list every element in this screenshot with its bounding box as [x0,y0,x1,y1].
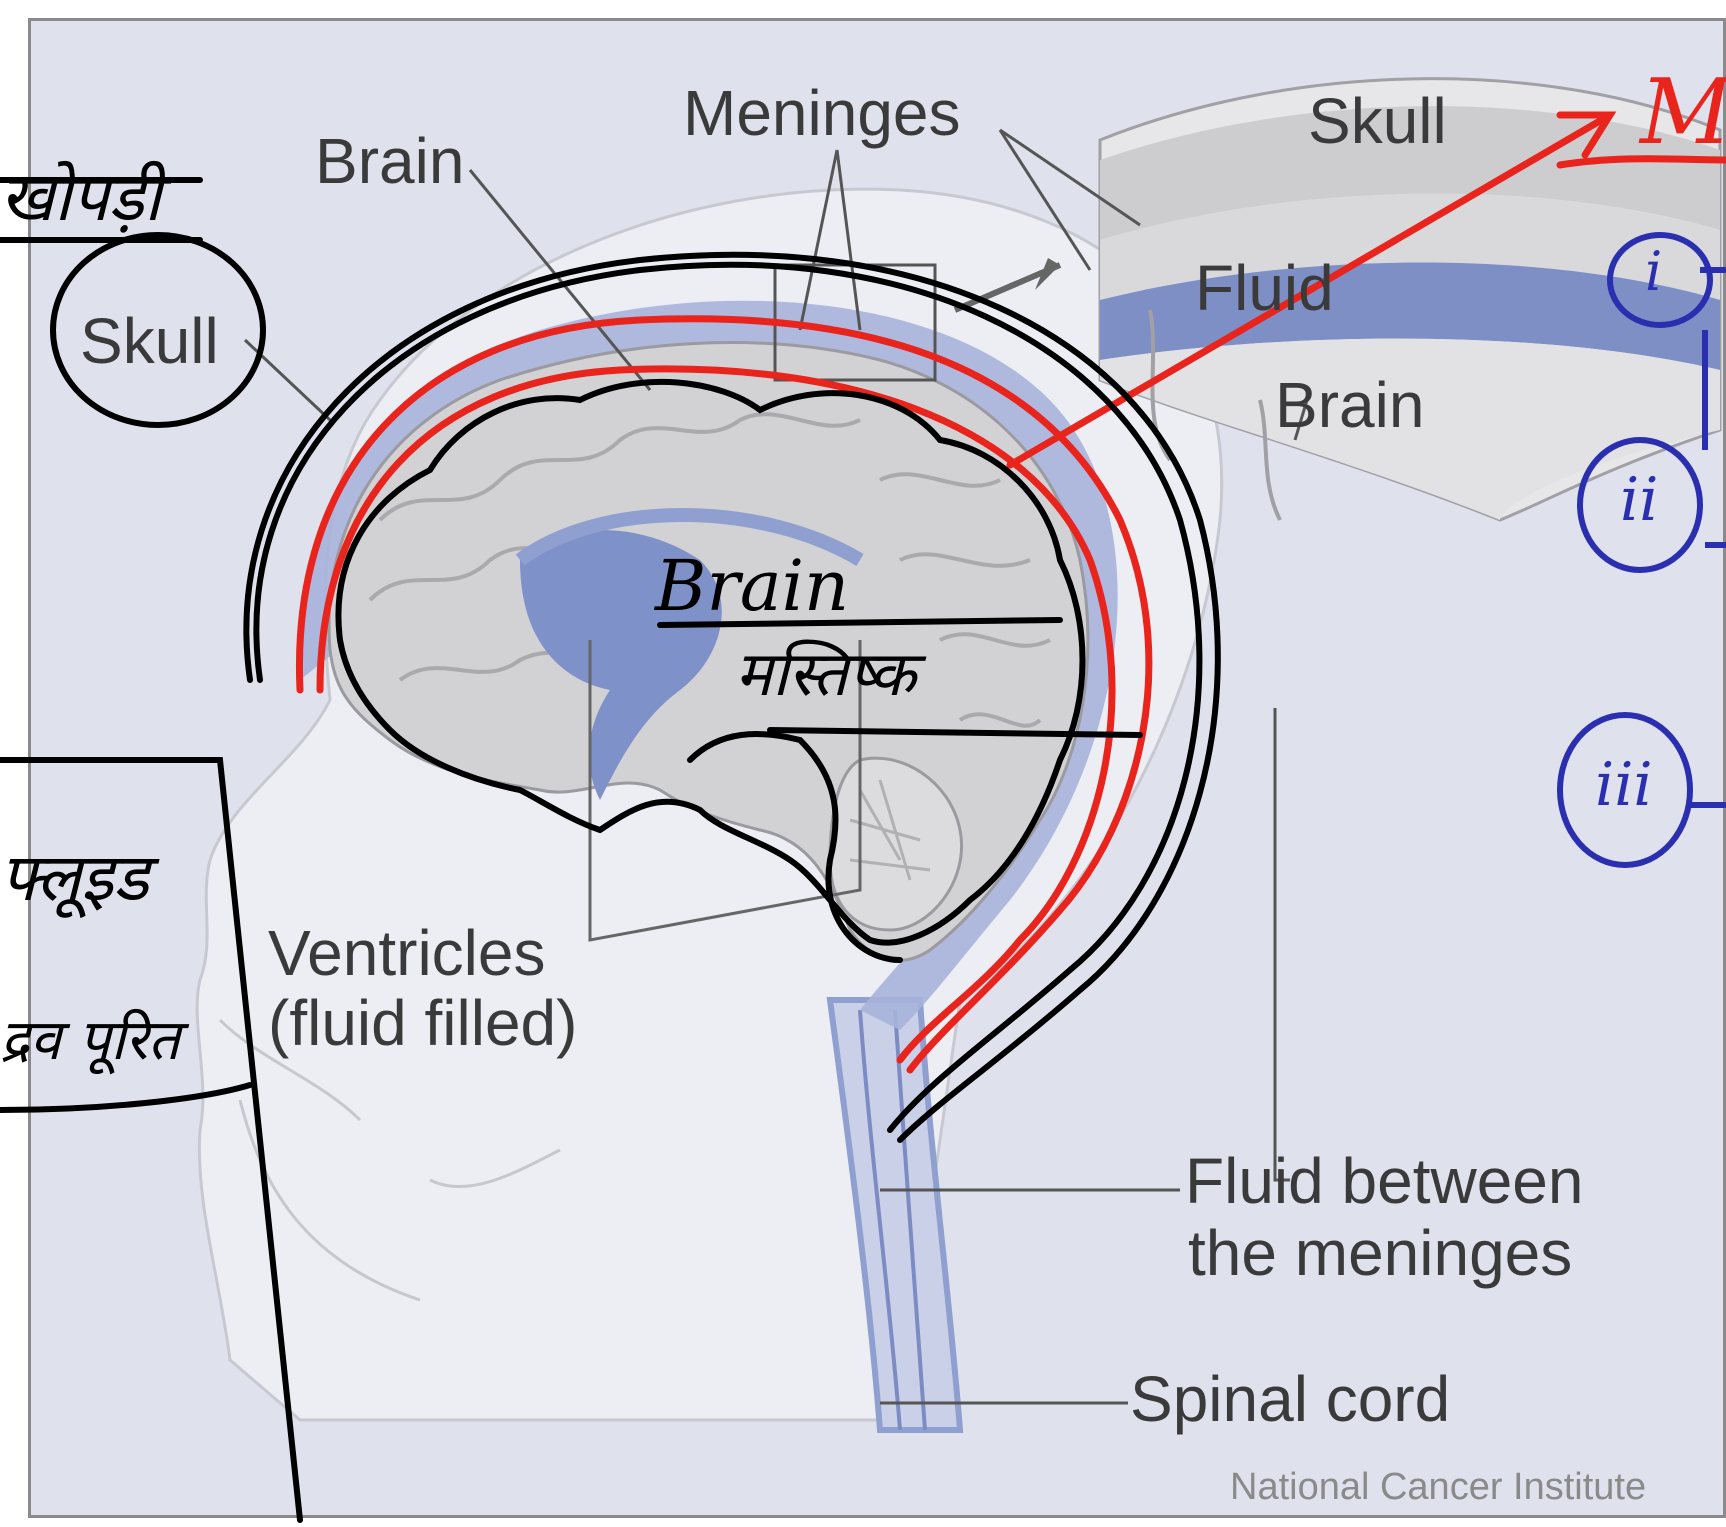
label-brain: Brain [315,128,464,195]
handwritten-dravpurit: द्रव पूरित [0,1000,180,1076]
label-fluid-between-2: the meninges [1188,1220,1572,1287]
label-spinal-cord: Spinal cord [1130,1366,1450,1433]
label-ventricles-sub: (fluid filled) [268,990,577,1057]
label-ventricles: Ventricles [268,920,545,987]
label-meninges: Meninges [683,80,961,147]
numbered-item-3: iii [1595,750,1653,820]
credit-text: National Cancer Institute [1230,1466,1646,1509]
handwritten-khopdi: खोपड़ी [0,150,161,240]
numbered-item-1: i [1645,240,1662,303]
handwritten-m: M [1640,60,1726,165]
handwritten-mastishk: मस्तिष्क [735,630,916,714]
handwritten-brain: Brain [655,545,849,627]
label-brain-inset: Brain [1275,372,1424,439]
handwritten-fluid: फ्लूइड [0,830,149,920]
label-fluid-between-1: Fluid between [1185,1148,1583,1215]
numbered-item-2: ii [1620,465,1658,535]
label-fluid-inset: Fluid [1195,255,1334,322]
label-skull-left: Skull [80,308,219,375]
label-skull-inset: Skull [1308,88,1447,155]
